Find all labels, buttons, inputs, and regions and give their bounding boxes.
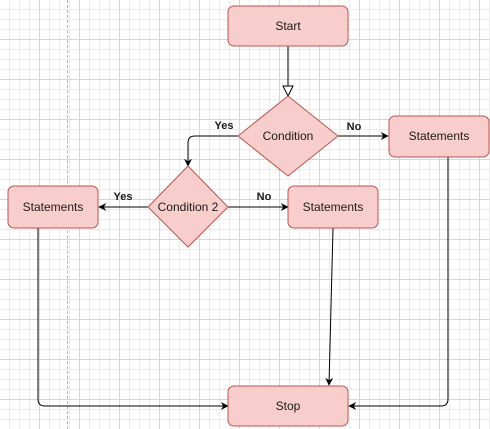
edge-left-statements-to-stop[interactable] — [37, 228, 229, 410]
statements-left-label: Statements — [23, 200, 84, 214]
stop-label: Stop — [276, 399, 301, 413]
condition2-label: Condition 2 — [158, 200, 219, 214]
edge-right-statements-to-stop[interactable] — [348, 157, 449, 410]
condition2-node[interactable]: Condition 2 — [147, 165, 229, 248]
edge-middle-statements-to-stop[interactable] — [325, 227, 334, 386]
edge-condition-yes[interactable] — [184, 135, 238, 167]
stop-node[interactable]: Stop — [227, 385, 349, 427]
condition-label: Condition — [263, 129, 314, 143]
condition-no-label: No — [347, 121, 362, 133]
statements-left-node[interactable]: Statements — [7, 185, 99, 229]
condition2-no-label: No — [257, 191, 272, 203]
statements-right-label: Statements — [409, 129, 470, 143]
condition-node[interactable]: Condition — [237, 95, 339, 177]
start-node[interactable]: Start — [227, 5, 349, 47]
statements-middle-label: Statements — [303, 200, 364, 214]
condition2-yes-label: Yes — [114, 191, 133, 203]
start-label: Start — [275, 19, 301, 33]
condition-yes-label: Yes — [215, 120, 234, 132]
statements-right-node[interactable]: Statements — [388, 115, 490, 158]
statements-middle-node[interactable]: Statements — [287, 185, 379, 229]
